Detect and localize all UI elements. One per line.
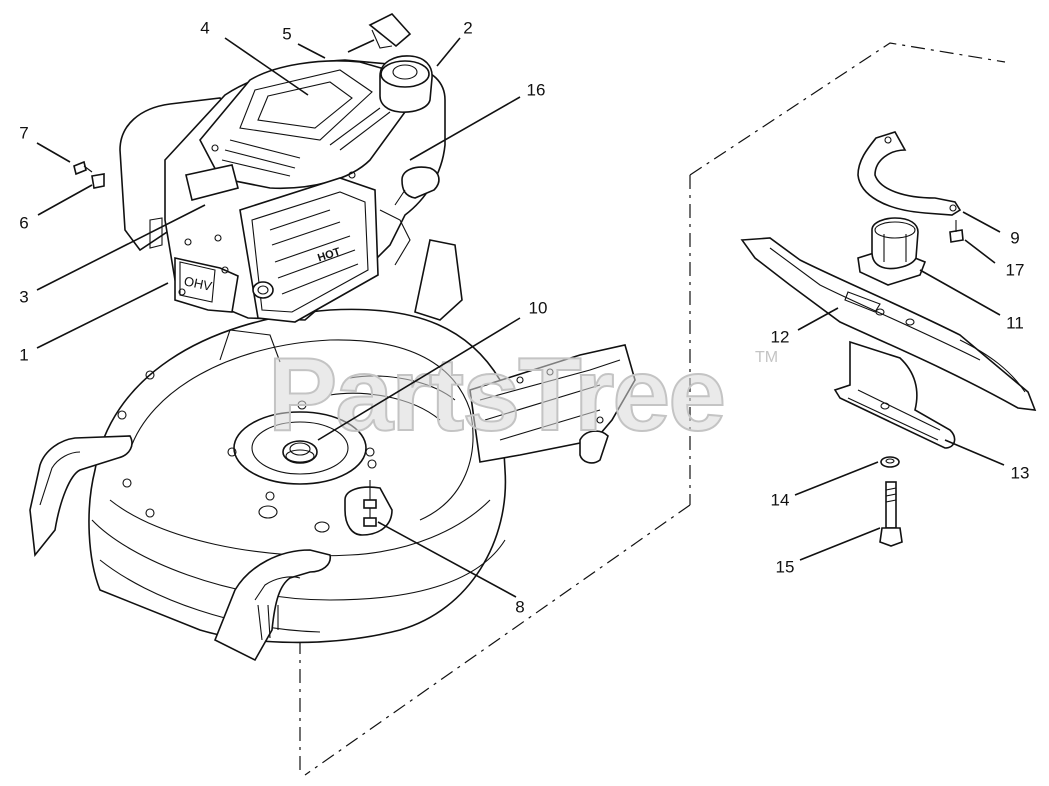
watermark: PartsTree TM (267, 336, 778, 454)
callout-14: 14 (771, 490, 790, 509)
callout-8: 8 (515, 597, 524, 616)
leader-line-11 (919, 269, 1001, 316)
leader-line-4 (224, 37, 309, 96)
leader-line-8 (377, 521, 517, 598)
blade-parts (740, 131, 1037, 547)
handle-bracket (219, 239, 636, 464)
callout-7: 7 (19, 123, 28, 142)
callout-12: 12 (771, 327, 790, 346)
leader-line-1 (36, 282, 169, 349)
ohv-label: OHV (183, 273, 214, 294)
callout-11: 11 (1006, 313, 1024, 332)
callout-4: 4 (200, 18, 209, 37)
leader-line-16 (409, 96, 521, 161)
callout-labels: 4 5 2 16 7 6 3 1 10 8 9 17 11 12 13 14 1… (19, 18, 1029, 616)
leader-line-15 (799, 527, 881, 561)
callout-2: 2 (463, 18, 472, 37)
callout-13: 13 (1011, 463, 1030, 482)
leader-line-5 (297, 43, 326, 59)
callout-16: 16 (527, 80, 546, 99)
callout-6: 6 (19, 213, 28, 232)
leader-line-10 (317, 317, 521, 441)
callout-15: 15 (776, 557, 795, 576)
callout-9: 9 (1010, 228, 1019, 247)
leader-line-7 (36, 142, 71, 163)
callout-1: 1 (19, 345, 28, 364)
leader-line-12 (797, 307, 839, 331)
engine: OHV HOT (73, 13, 446, 323)
leader-line-14 (794, 461, 879, 496)
leader-lines (36, 37, 1005, 598)
mower-deck (29, 308, 507, 662)
leader-line-3 (36, 204, 206, 291)
assembly-outline (299, 42, 1006, 776)
leader-line-9 (962, 211, 1001, 233)
leader-line-2 (436, 37, 461, 67)
watermark-trademark: TM (755, 349, 778, 366)
watermark-text: PartsTree (268, 337, 724, 453)
leader-line-13 (944, 439, 1005, 466)
callout-10: 10 (529, 298, 548, 317)
callout-5: 5 (282, 24, 291, 43)
callout-17: 17 (1006, 260, 1025, 279)
leader-line-6 (37, 184, 93, 216)
leader-line-17 (964, 239, 996, 264)
callout-3: 3 (19, 287, 28, 306)
